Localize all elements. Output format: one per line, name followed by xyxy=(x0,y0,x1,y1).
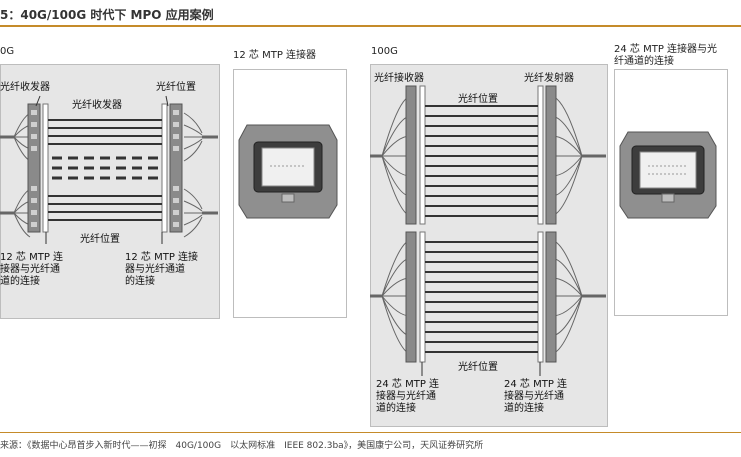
100g-position-top-label: 光纤位置 xyxy=(458,94,498,105)
caption-40g: 0G xyxy=(0,46,15,57)
caption-24-mtp-line2: 纤通道的连接 xyxy=(614,56,674,67)
caption-12-mtp: 12 芯 MTP 连接器 xyxy=(233,50,317,61)
100g-left-note-1: 24 芯 MTP 连 xyxy=(376,379,440,390)
40g-cable-bundle-bottom xyxy=(0,188,218,238)
100g-rx-label: 光纤接收器 xyxy=(374,73,424,84)
source-note: 来源：《数据中心昂首步入新时代——初探 40G/100G 以太网标准 IEEE … xyxy=(0,441,484,451)
40g-left-note-2: 接器与光纤通 xyxy=(0,264,60,275)
100g-tx-label: 光纤发射器 xyxy=(524,73,574,84)
40g-center-label: 光纤收发器 xyxy=(72,100,122,111)
100g-lower-fan xyxy=(370,239,606,355)
24-mtp-connector-art xyxy=(619,131,717,219)
40g-cable-bundle-top xyxy=(0,112,218,162)
40g-left-note-1: 12 芯 MTP 连 xyxy=(0,252,64,263)
100g-right-note-3: 道的连接 xyxy=(504,403,544,414)
40g-left-note-3: 道的连接 xyxy=(0,276,40,287)
12-mtp-connector-art xyxy=(238,124,338,219)
caption-24-mtp-line1: 24 芯 MTP 连接器与光 xyxy=(614,44,718,55)
100g-right-note-1: 24 芯 MTP 连 xyxy=(504,379,568,390)
40g-right-note-2: 器与光纤通道 xyxy=(125,264,185,275)
footer-divider xyxy=(0,432,741,433)
40g-right-note-1: 12 芯 MTP 连接 xyxy=(125,252,199,263)
100g-upper-fan xyxy=(370,95,606,217)
caption-100g: 100G xyxy=(371,46,398,57)
40g-position-bottom-label: 光纤位置 xyxy=(80,234,120,245)
40g-tx-label: 光纤收发器 xyxy=(0,82,50,93)
figure-title: 5：40G/100G 时代下 MPO 应用案例 xyxy=(0,8,214,22)
title-divider xyxy=(0,25,741,27)
100g-right-note-2: 接器与光纤通 xyxy=(504,391,564,402)
100g-position-bottom-label: 光纤位置 xyxy=(458,362,498,373)
40g-right-note-3: 的连接 xyxy=(125,276,155,287)
40g-position-top-label: 光纤位置 xyxy=(156,82,196,93)
100g-left-note-3: 道的连接 xyxy=(376,403,416,414)
100g-left-note-2: 接器与光纤通 xyxy=(376,391,436,402)
